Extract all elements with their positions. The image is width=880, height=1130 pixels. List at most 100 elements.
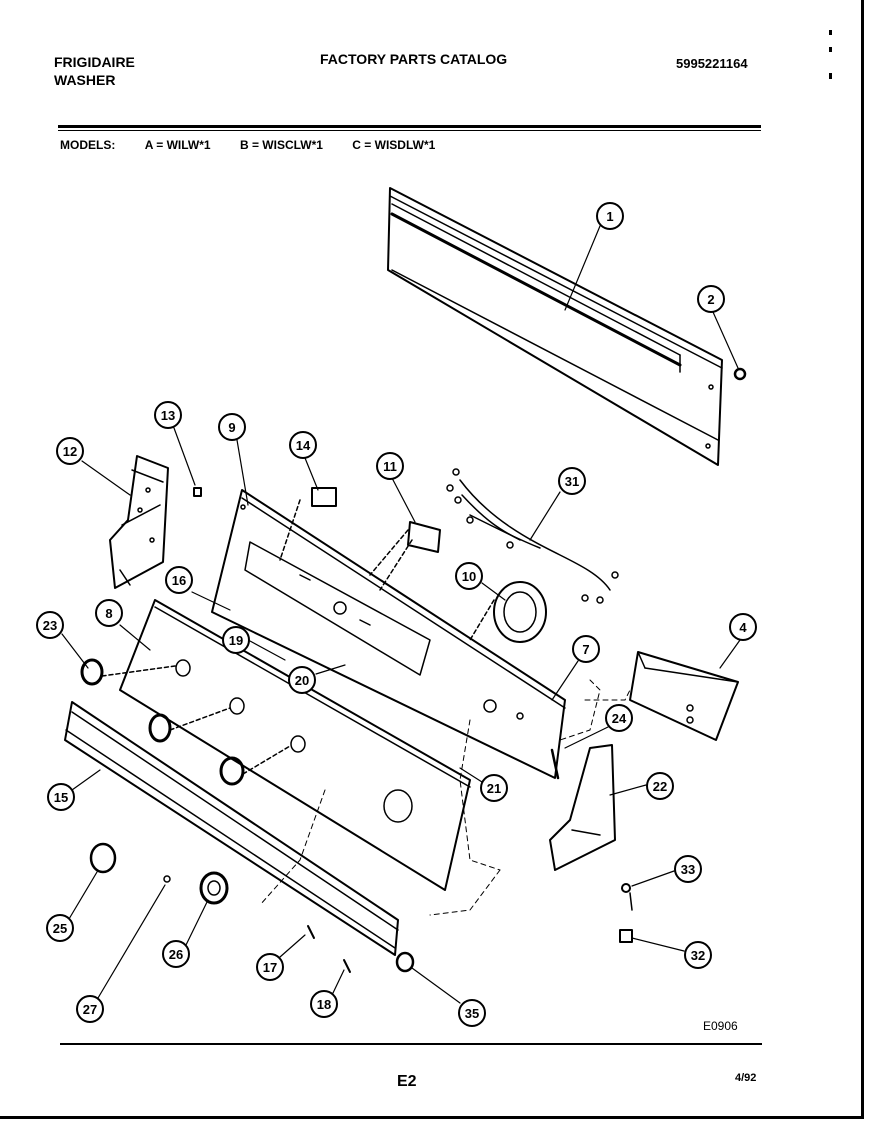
part-8-front-console [119,599,471,891]
callout-15: 15 [47,783,75,811]
svg-text:31: 31 [565,474,579,489]
svg-text:26: 26 [169,947,183,962]
callout-14: 14 [289,431,317,459]
brand-block: FRIGIDAIRE WASHER [54,53,135,89]
part-17-screw [307,925,315,939]
svg-text:33: 33 [681,862,695,877]
svg-text:17: 17 [263,960,277,975]
part-13-clip [193,487,202,497]
svg-text:19: 19 [229,633,243,648]
scan-mark [829,30,832,35]
svg-text:21: 21 [487,781,501,796]
svg-text:12: 12 [63,444,77,459]
svg-text:35: 35 [465,1006,479,1021]
part-15-lower-trim [64,701,399,956]
callout-17: 17 [256,953,284,981]
part-9-control-panel [211,489,566,779]
brand-name: FRIGIDAIRE [54,54,135,70]
part-33-connector [621,883,633,911]
diagram-code: E0906 [703,1019,738,1033]
part-27-washer [163,875,171,883]
svg-text:25: 25 [53,921,67,936]
callout-7: 7 [572,635,600,663]
callout-27: 27 [76,995,104,1023]
callout-1: 1 [596,202,624,230]
callout-16: 16 [165,566,193,594]
page-frame-right [861,0,864,1118]
svg-text:22: 22 [653,779,667,794]
callout-33: 33 [674,855,702,883]
part-26-dial [199,871,229,905]
scan-mark [829,47,832,52]
part-4-switch-box [629,651,739,741]
model-b: B = WISCLW*1 [239,138,323,152]
part-10-timer [469,581,547,643]
scan-mark [829,73,832,79]
part-2-screw [733,367,747,381]
callout-19: 19 [222,626,250,654]
model-c: C = WISDLW*1 [352,138,436,152]
svg-text:9: 9 [228,420,235,435]
callout-4: 4 [729,613,757,641]
part-12-bracket [109,455,169,589]
svg-text:4: 4 [739,620,747,635]
appliance-type: WASHER [54,72,116,88]
catalog-title: FACTORY PARTS CATALOG [320,51,508,67]
svg-text:15: 15 [54,790,68,805]
callout-13: 13 [154,401,182,429]
svg-text:10: 10 [462,569,476,584]
part-18-screw [343,959,351,973]
svg-text:1: 1 [606,209,613,224]
callout-32: 32 [684,941,712,969]
model-a: A = WILW*1 [144,138,211,152]
header-rule-thin [58,130,761,131]
callout-24: 24 [605,704,633,732]
callout-21: 21 [480,774,508,802]
svg-text:24: 24 [612,711,627,726]
callout-23: 23 [36,611,64,639]
svg-text:23: 23 [43,618,57,633]
svg-text:2: 2 [707,292,714,307]
callout-11: 11 [376,452,404,480]
print-date: 4/92 [735,1072,757,1084]
catalog-number: 5995221164 [676,56,748,71]
callout-20: 20 [288,666,316,694]
part-22-bracket [549,744,616,871]
callout-circles: 1 2 4 7 8 9 10 11 12 13 14 15 16 17 18 1… [36,202,757,1027]
svg-text:14: 14 [296,438,311,453]
svg-text:18: 18 [317,997,331,1012]
svg-text:7: 7 [582,642,589,657]
svg-text:13: 13 [161,408,175,423]
callout-8: 8 [95,599,123,627]
svg-text:16: 16 [172,573,186,588]
part-25-knob [89,842,117,874]
callout-22: 22 [646,772,674,800]
callout-12: 12 [56,437,84,465]
callout-26: 26 [162,940,190,968]
part-11-selector [369,521,441,591]
footer-rule [60,1043,762,1045]
page-frame-bottom [0,1116,864,1119]
svg-text:11: 11 [383,459,397,474]
wiring-dashed [259,679,631,916]
part-23-knobs [80,658,291,786]
part-24-screw [550,748,560,780]
part-31-wire-harness [446,468,619,604]
callout-9: 9 [218,413,246,441]
callout-18: 18 [310,990,338,1018]
page-code: E2 [397,1073,417,1090]
callout-35: 35 [458,999,486,1027]
svg-text:27: 27 [83,1002,97,1017]
callout-2: 2 [697,285,725,313]
svg-text:8: 8 [105,606,112,621]
part-14-switch [279,487,337,561]
svg-text:20: 20 [295,673,309,688]
part-1-back-panel [387,187,723,466]
callout-31: 31 [558,467,586,495]
callout-10: 10 [455,562,483,590]
svg-text:32: 32 [691,948,705,963]
part-32-connector [619,929,633,943]
part-35-plug [395,951,415,973]
